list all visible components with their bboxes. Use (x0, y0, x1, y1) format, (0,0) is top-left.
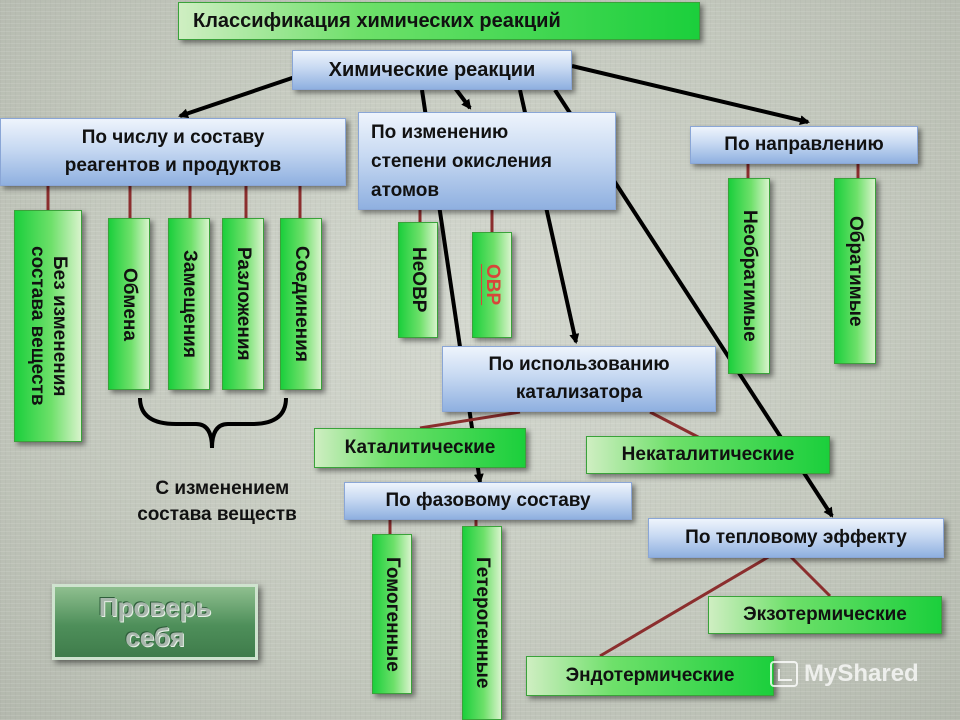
watermark: MyShared (770, 660, 919, 688)
type-reversible: Обратимые (834, 178, 876, 364)
category-thermal: По тепловому эффекту (648, 518, 944, 558)
type-endothermic-text: Эндотермические (565, 665, 735, 686)
category-direction-text: По направлению (724, 134, 884, 155)
diagram-title-text: Классификация химических реакций (193, 10, 561, 32)
type-redox[interactable]: ОВР (472, 232, 512, 338)
type-exothermic: Экзотермические (708, 596, 942, 634)
category-direction: По направлению (690, 126, 918, 164)
type-non-catalytic: Некаталитические (586, 436, 830, 474)
type-catalytic: Каталитические (314, 428, 526, 468)
check-yourself-button[interactable]: Проверь себя (52, 584, 258, 660)
root-node: Химические реакции (292, 50, 572, 90)
type-homogeneous: Гомогенные (372, 534, 412, 694)
type-no-change-text: Без изменения состава веществ (27, 246, 70, 406)
type-endothermic: Эндотермические (526, 656, 774, 696)
brace-label-text: С изменением состава веществ (137, 478, 297, 525)
composition-brace (138, 397, 288, 449)
brace-label: С изменением состава веществ (112, 450, 322, 528)
type-no-change: Без изменения состава веществ (14, 210, 82, 442)
type-decomposition: Разложения (222, 218, 264, 390)
category-phase: По фазовому составу (344, 482, 632, 520)
check-yourself-label: Проверь себя (98, 592, 212, 652)
type-catalytic-text: Каталитические (344, 437, 496, 458)
type-redox-link[interactable]: ОВР (482, 264, 503, 306)
type-substitution: Замещения (168, 218, 210, 390)
type-combination-text: Соединения (291, 246, 312, 362)
category-phase-text: По фазовому составу (385, 490, 591, 511)
category-thermal-text: По тепловому эффекту (685, 527, 907, 548)
type-exchange: Обмена (108, 218, 150, 390)
type-substitution-text: Замещения (179, 250, 200, 358)
category-oxidation: По изменению степени окисления атомов (358, 112, 616, 210)
type-non-redox-text: НеОВР (408, 247, 429, 313)
diagram-title: Классификация химических реакций (178, 2, 700, 40)
category-composition-text: По числу и составу реагентов и продуктов (64, 127, 282, 176)
type-homogeneous-text: Гомогенные (382, 556, 403, 672)
type-non-catalytic-text: Некаталитические (621, 444, 795, 465)
type-exchange-text: Обмена (119, 267, 140, 341)
category-composition: По числу и составу реагентов и продуктов (0, 118, 346, 186)
type-heterogeneous: Гетерогенные (462, 526, 502, 720)
type-irreversible: Необратимые (728, 178, 770, 374)
category-oxidation-text: По изменению степени окисления атомов (371, 121, 552, 201)
type-decomposition-text: Разложения (233, 247, 254, 361)
root-node-text: Химические реакции (328, 59, 536, 81)
type-exothermic-text: Экзотермические (743, 604, 907, 625)
watermark-text: MyShared (804, 660, 919, 687)
type-reversible-text: Обратимые (845, 215, 866, 327)
type-irreversible-text: Необратимые (739, 210, 760, 342)
category-catalyst: По использованию катализатора (442, 346, 716, 412)
category-catalyst-text: По использованию катализатора (488, 354, 670, 403)
type-non-redox: НеОВР (398, 222, 438, 338)
type-heterogeneous-text: Гетерогенные (472, 557, 493, 689)
presentation-icon (770, 661, 798, 687)
type-combination: Соединения (280, 218, 322, 390)
